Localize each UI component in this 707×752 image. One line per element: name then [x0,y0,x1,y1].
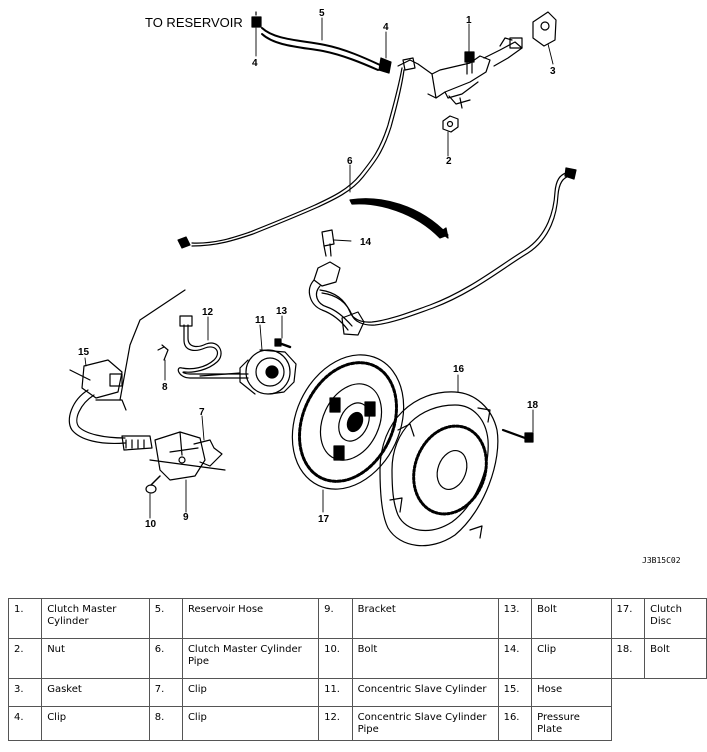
figure-code: J3B15C02 [642,556,681,565]
legend-part-name: Clutch Master Cylinder Pipe [181,638,320,679]
pipe-to-slave-drawing [319,167,577,326]
part-label-1: 1 [466,15,472,26]
legend-number: 1. [7,598,43,639]
leader-lines [84,17,554,519]
legend-empty-cell [611,679,706,707]
hose-assembly-drawing [68,359,153,451]
clutch-disc-drawing [291,354,405,490]
part-label-13: 13 [276,306,288,317]
legend-number: 17. [610,598,646,639]
slave-cylinder-pipe-drawing [119,289,249,401]
legend-part-name: Clutch Master Cylinder [41,598,150,639]
part-label-4-right: 4 [383,22,389,33]
legend-part-name: Bolt [531,598,612,639]
part-label-7: 7 [199,407,205,418]
legend-number: 3. [7,678,43,707]
legend-part-name: Nut [41,638,150,679]
reservoir-caption: TO RESERVOIR [145,15,243,30]
legend-number: 9. [318,598,353,639]
legend-part-name: Bolt [644,638,707,679]
parts-legend-table: 1. Clutch Master Cylinder 5. Reservoir H… [7,598,707,741]
legend-part-name: Concentric Slave Cylinder Pipe [351,706,499,741]
part-label-4-left: 4 [252,58,258,69]
legend-number: 16. [497,706,533,741]
legend-number: 10. [318,638,353,679]
legend-row: 2. Nut 6. Clutch Master Cylinder Pipe 10… [7,638,707,679]
legend-row: 4. Clip 8. Clip 12. Concentric Slave Cyl… [7,706,707,741]
legend-number: 2. [7,638,43,679]
part-label-8: 8 [162,382,168,393]
legend-row: 3. Gasket 7. Clip 11. Concentric Slave C… [7,678,707,707]
clutch-master-cylinder-pipe-drawing [177,67,405,249]
legend-number: 7. [148,678,183,707]
part-label-17: 17 [318,514,330,525]
concentric-slave-cylinder-drawing [199,349,297,395]
part-label-14: 14 [360,237,372,248]
part-label-5: 5 [319,8,325,19]
part-label-2: 2 [446,156,452,167]
bracket-bolt-drawing [145,475,161,494]
part-label-16: 16 [453,364,465,375]
legend-part-name: Reservoir Hose [181,598,320,639]
legend-number: 12. [318,706,353,741]
slave-bolt-drawing [274,338,292,349]
bracket-drawing [149,431,226,481]
intermediate-hose-drawing [308,261,365,336]
legend-part-name: Hose [531,678,612,707]
legend-part-name: Clip [41,706,150,741]
legend-part-name: Bracket [351,598,499,639]
legend-part-name: Gasket [41,678,150,707]
legend-number: 14. [497,638,533,679]
part-label-9: 9 [183,512,189,523]
legend-number: 18. [610,638,646,679]
clutch-master-cylinder-drawing [397,11,557,109]
legend-number: 11. [318,678,353,707]
legend-number: 6. [148,638,183,679]
legend-number: 4. [7,706,43,741]
legend-row: 1. Clutch Master Cylinder 5. Reservoir H… [7,598,707,639]
part-label-10: 10 [145,519,157,530]
part-label-11: 11 [255,315,266,326]
legend-number: 15. [497,678,533,707]
reservoir-hose-drawing [261,27,392,74]
reservoir-clip-drawing [251,11,262,28]
upper-clip-drawing [321,229,335,257]
flexible-hose-drawing [349,198,449,239]
legend-number: 13. [497,598,533,639]
legend-part-name: Bolt [351,638,499,679]
legend-number: 8. [148,706,183,741]
part-label-15: 15 [78,347,90,358]
pressure-plate-bolt-drawing [501,428,534,443]
legend-part-name: Clutch Disc [644,598,707,639]
legend-number: 5. [148,598,183,639]
part-number-labels: 1 2 3 4 4 5 6 7 8 9 10 11 12 13 14 15 16… [78,8,556,530]
part-label-6: 6 [347,156,353,167]
legend-part-name: Pressure Plate [531,706,612,741]
nut-drawing [442,115,459,133]
legend-part-name: Clip [181,678,320,707]
part-label-3: 3 [550,66,556,77]
legend-part-name: Clip [181,706,320,741]
part-label-18: 18 [527,400,539,411]
legend-part-name: Concentric Slave Cylinder [351,678,499,707]
pressure-plate-drawing [379,391,499,547]
legend-empty-cell [611,707,706,741]
legend-part-name: Clip [531,638,612,679]
clutch-hydraulic-exploded-diagram: TO RESERVOIR [68,8,681,565]
part-label-12: 12 [202,307,214,318]
